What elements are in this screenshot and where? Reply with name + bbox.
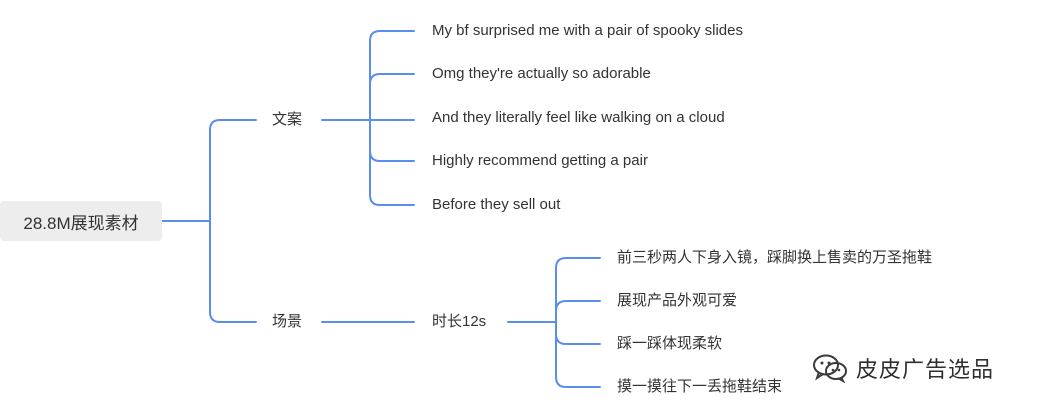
connector-scene-item-4: [555, 321, 601, 388]
watermark-text: 皮皮广告选品: [856, 358, 995, 383]
root-node[interactable]: 28.8M展现素材: [0, 201, 162, 241]
scene-duration-node[interactable]: 时长12s: [432, 313, 487, 330]
connector-copy-item-2: [369, 73, 415, 121]
scene-item[interactable]: 展现产品外观可爱: [617, 292, 738, 309]
connector-scene-item-1: [555, 257, 601, 323]
scene-item[interactable]: 踩一踩体现柔软: [617, 335, 723, 352]
branch-scene-label[interactable]: 场景: [272, 313, 303, 330]
connector-copy-item-1: [369, 30, 415, 121]
scene-item[interactable]: 摸一摸往下一丢拖鞋结束: [617, 378, 783, 395]
watermark: 皮皮广告选品: [812, 348, 994, 388]
copy-item[interactable]: My bf surprised me with a pair of spooky…: [432, 22, 743, 39]
connector-scene-item-3: [555, 321, 601, 345]
connector-root-to-scene: [209, 220, 257, 323]
branch-copy-label[interactable]: 文案: [272, 111, 303, 128]
copy-item[interactable]: Omg they're actually so adorable: [432, 65, 651, 82]
wechat-icon: [813, 354, 847, 383]
copy-item[interactable]: Highly recommend getting a pair: [432, 152, 648, 169]
connector-copy-item-4: [369, 119, 415, 162]
copy-item[interactable]: Before they sell out: [432, 196, 561, 213]
copy-item[interactable]: And they literally feel like walking on …: [432, 109, 725, 126]
connector-root-to-copy: [209, 119, 257, 222]
root-node-label: 28.8M展现素材: [23, 213, 139, 233]
connector-copy-item-5: [369, 119, 415, 206]
connector-scene-item-2: [555, 300, 601, 323]
scene-item[interactable]: 前三秒两人下身入镜，踩脚换上售卖的万圣拖鞋: [617, 249, 933, 266]
